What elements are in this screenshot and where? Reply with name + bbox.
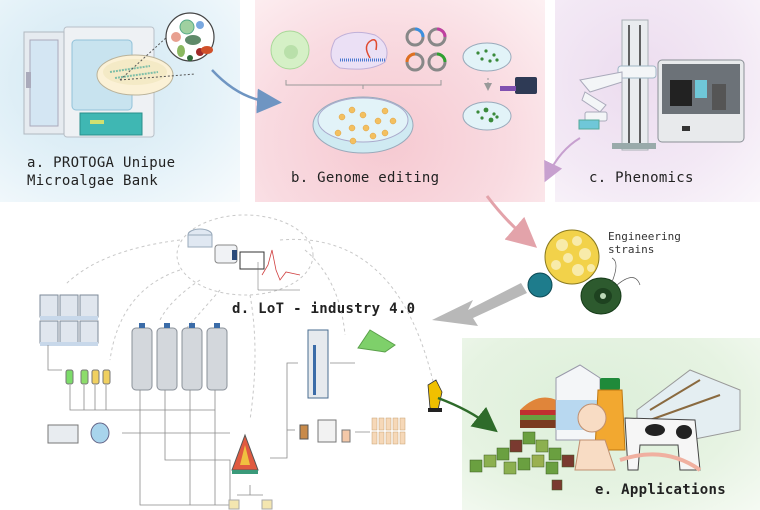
arrow-bank-to-editing <box>211 69 282 114</box>
selection-petri-dishes <box>462 42 537 131</box>
collection-vessels <box>228 499 273 510</box>
label-engineering-strains-line2: strains <box>608 243 655 256</box>
photobioreactor-cabinets <box>39 294 99 346</box>
arrow-industry-to-applications <box>437 396 498 433</box>
plasmid-icons <box>405 27 447 72</box>
arrow-editing-to-strains <box>485 195 538 248</box>
seed-flasks <box>65 369 111 385</box>
fermentation-tanks <box>131 323 228 391</box>
label-engineering-strains-line1: Engineering <box>608 230 681 243</box>
server-and-monitor <box>187 228 301 291</box>
label-iot-industry: d. LoT - industry 4.0 <box>232 301 416 317</box>
algae-biomass-flakes <box>357 329 396 353</box>
baby-illustration <box>574 403 616 471</box>
cell-icon <box>270 30 310 70</box>
label-microalgae-bank-line2: Microalgae Bank <box>27 173 158 189</box>
label-microalgae-bank-line1: a. PROTOGA Unipue <box>27 155 176 171</box>
cow-illustration <box>624 417 701 471</box>
phenomics-robot <box>578 19 745 151</box>
magnified-microalgae-circle <box>165 12 215 62</box>
extraction-column <box>307 329 329 399</box>
label-phenomics: c. Phenomics <box>589 170 694 186</box>
incubator-illustration <box>23 26 155 138</box>
engineered-strains-illustration <box>527 229 641 315</box>
crispr-cas-icon <box>330 31 388 70</box>
product-vials <box>371 417 406 445</box>
arrow-phenomics-to-strains <box>544 137 581 183</box>
label-genome-editing: b. Genome editing <box>291 170 440 186</box>
shrimp-illustration <box>619 452 702 472</box>
arrow-strains-to-industry <box>432 283 527 326</box>
algae-cubes <box>469 431 575 491</box>
label-applications: e. Applications <box>595 482 726 498</box>
panel-genome-editing <box>255 0 545 202</box>
centrifuge <box>231 433 259 474</box>
petri-dish-culture <box>96 54 174 96</box>
large-petri-dish <box>312 96 414 154</box>
spray-dryer-and-bottles <box>299 419 351 443</box>
harvest-equipment <box>47 422 110 444</box>
process-pipes <box>47 345 370 506</box>
iot-connection-lines <box>64 214 436 421</box>
robotic-arm <box>427 379 443 412</box>
